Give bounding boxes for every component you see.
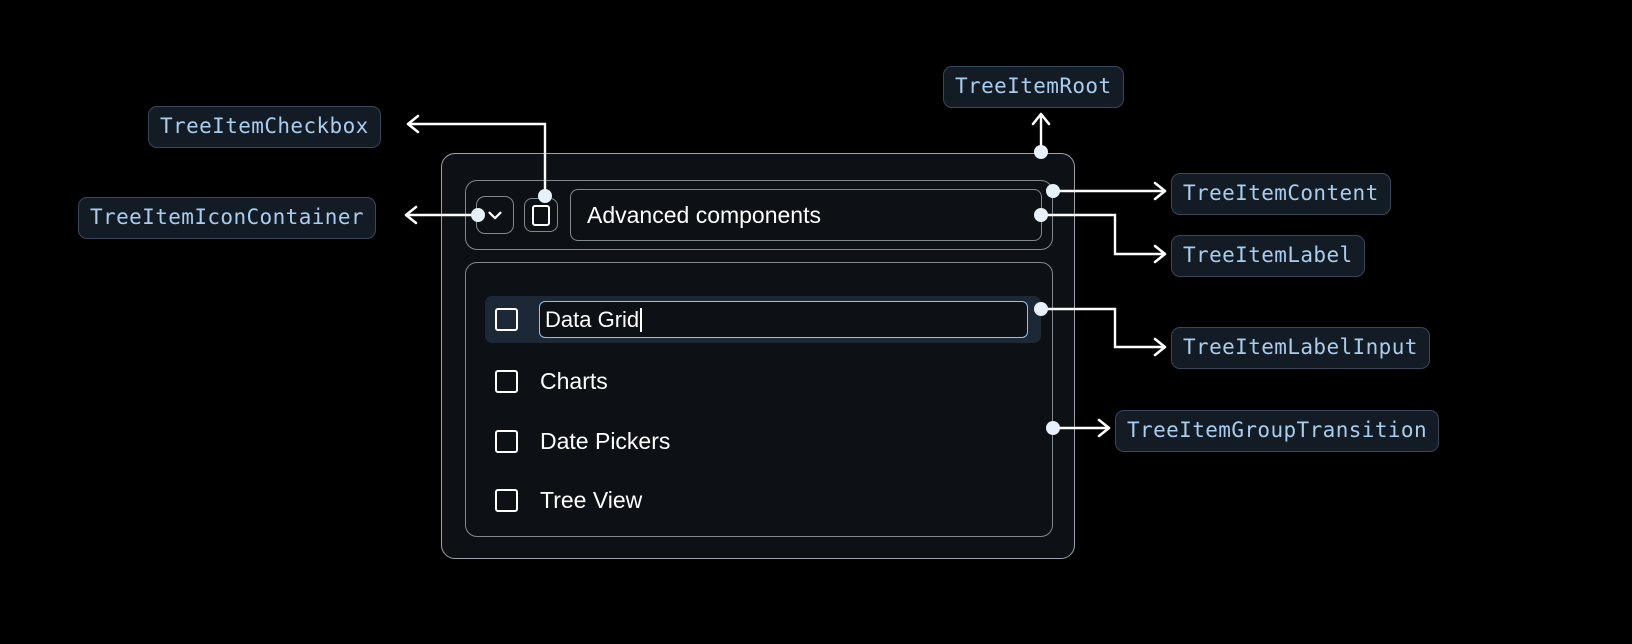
tree-item-checkbox-tree-view[interactable] (495, 488, 518, 512)
tree-item-checkbox-charts[interactable] (495, 369, 518, 393)
tree-item-checkbox-date-pickers[interactable] (495, 429, 518, 453)
annotation-chip-tree-item-checkbox: TreeItemCheckbox (148, 106, 381, 148)
arrowhead-icon-container (404, 205, 418, 225)
tree-item-label-input-value: Data Grid (545, 306, 640, 332)
annotation-chip-tree-item-label-input: TreeItemLabelInput (1171, 327, 1430, 369)
annotation-chip-tree-item-root: TreeItemRoot (943, 66, 1124, 108)
tree-item-label-date-pickers: Date Pickers (540, 427, 671, 454)
tree-item-label-tree-view: Tree View (540, 486, 643, 513)
tree-item-icon-container[interactable] (476, 196, 514, 234)
tree-item-row-data-grid[interactable]: Data Grid (485, 296, 1041, 343)
arrowhead-group-transition (1097, 418, 1111, 438)
chevron-down-icon (484, 204, 506, 226)
arrowhead-content (1153, 181, 1167, 201)
tree-item-checkbox-data-grid[interactable] (495, 308, 518, 331)
tree-item-row-date-pickers[interactable]: Date Pickers (495, 418, 670, 464)
arrowhead-checkbox (406, 114, 420, 134)
tree-item-label-input[interactable]: Data Grid (539, 301, 1028, 338)
annotation-chip-tree-item-label: TreeItemLabel (1171, 235, 1365, 277)
tree-item-row-charts[interactable]: Charts (495, 358, 608, 404)
annotation-chip-tree-item-icon-container: TreeItemIconContainer (78, 197, 376, 239)
arrowhead-root (1031, 112, 1051, 126)
annotation-chip-tree-item-group-transition: TreeItemGroupTransition (1115, 410, 1439, 452)
checkbox-square-icon (532, 204, 550, 226)
arrowhead-label-input (1153, 337, 1167, 357)
tree-item-checkbox[interactable] (524, 198, 558, 232)
tree-item-label[interactable]: Advanced components (570, 189, 1042, 241)
arrowhead-label (1153, 244, 1167, 264)
tree-item-row-tree-view[interactable]: Tree View (495, 477, 642, 523)
annotation-chip-tree-item-content: TreeItemContent (1171, 173, 1391, 215)
tree-item-root[interactable]: Advanced components Data Grid Charts Dat… (441, 153, 1075, 559)
text-caret (640, 307, 642, 332)
tree-item-label-charts: Charts (540, 367, 608, 394)
tree-item-content[interactable]: Advanced components (465, 180, 1053, 250)
tree-item-group-transition: Data Grid Charts Date Pickers Tree View (465, 262, 1053, 537)
